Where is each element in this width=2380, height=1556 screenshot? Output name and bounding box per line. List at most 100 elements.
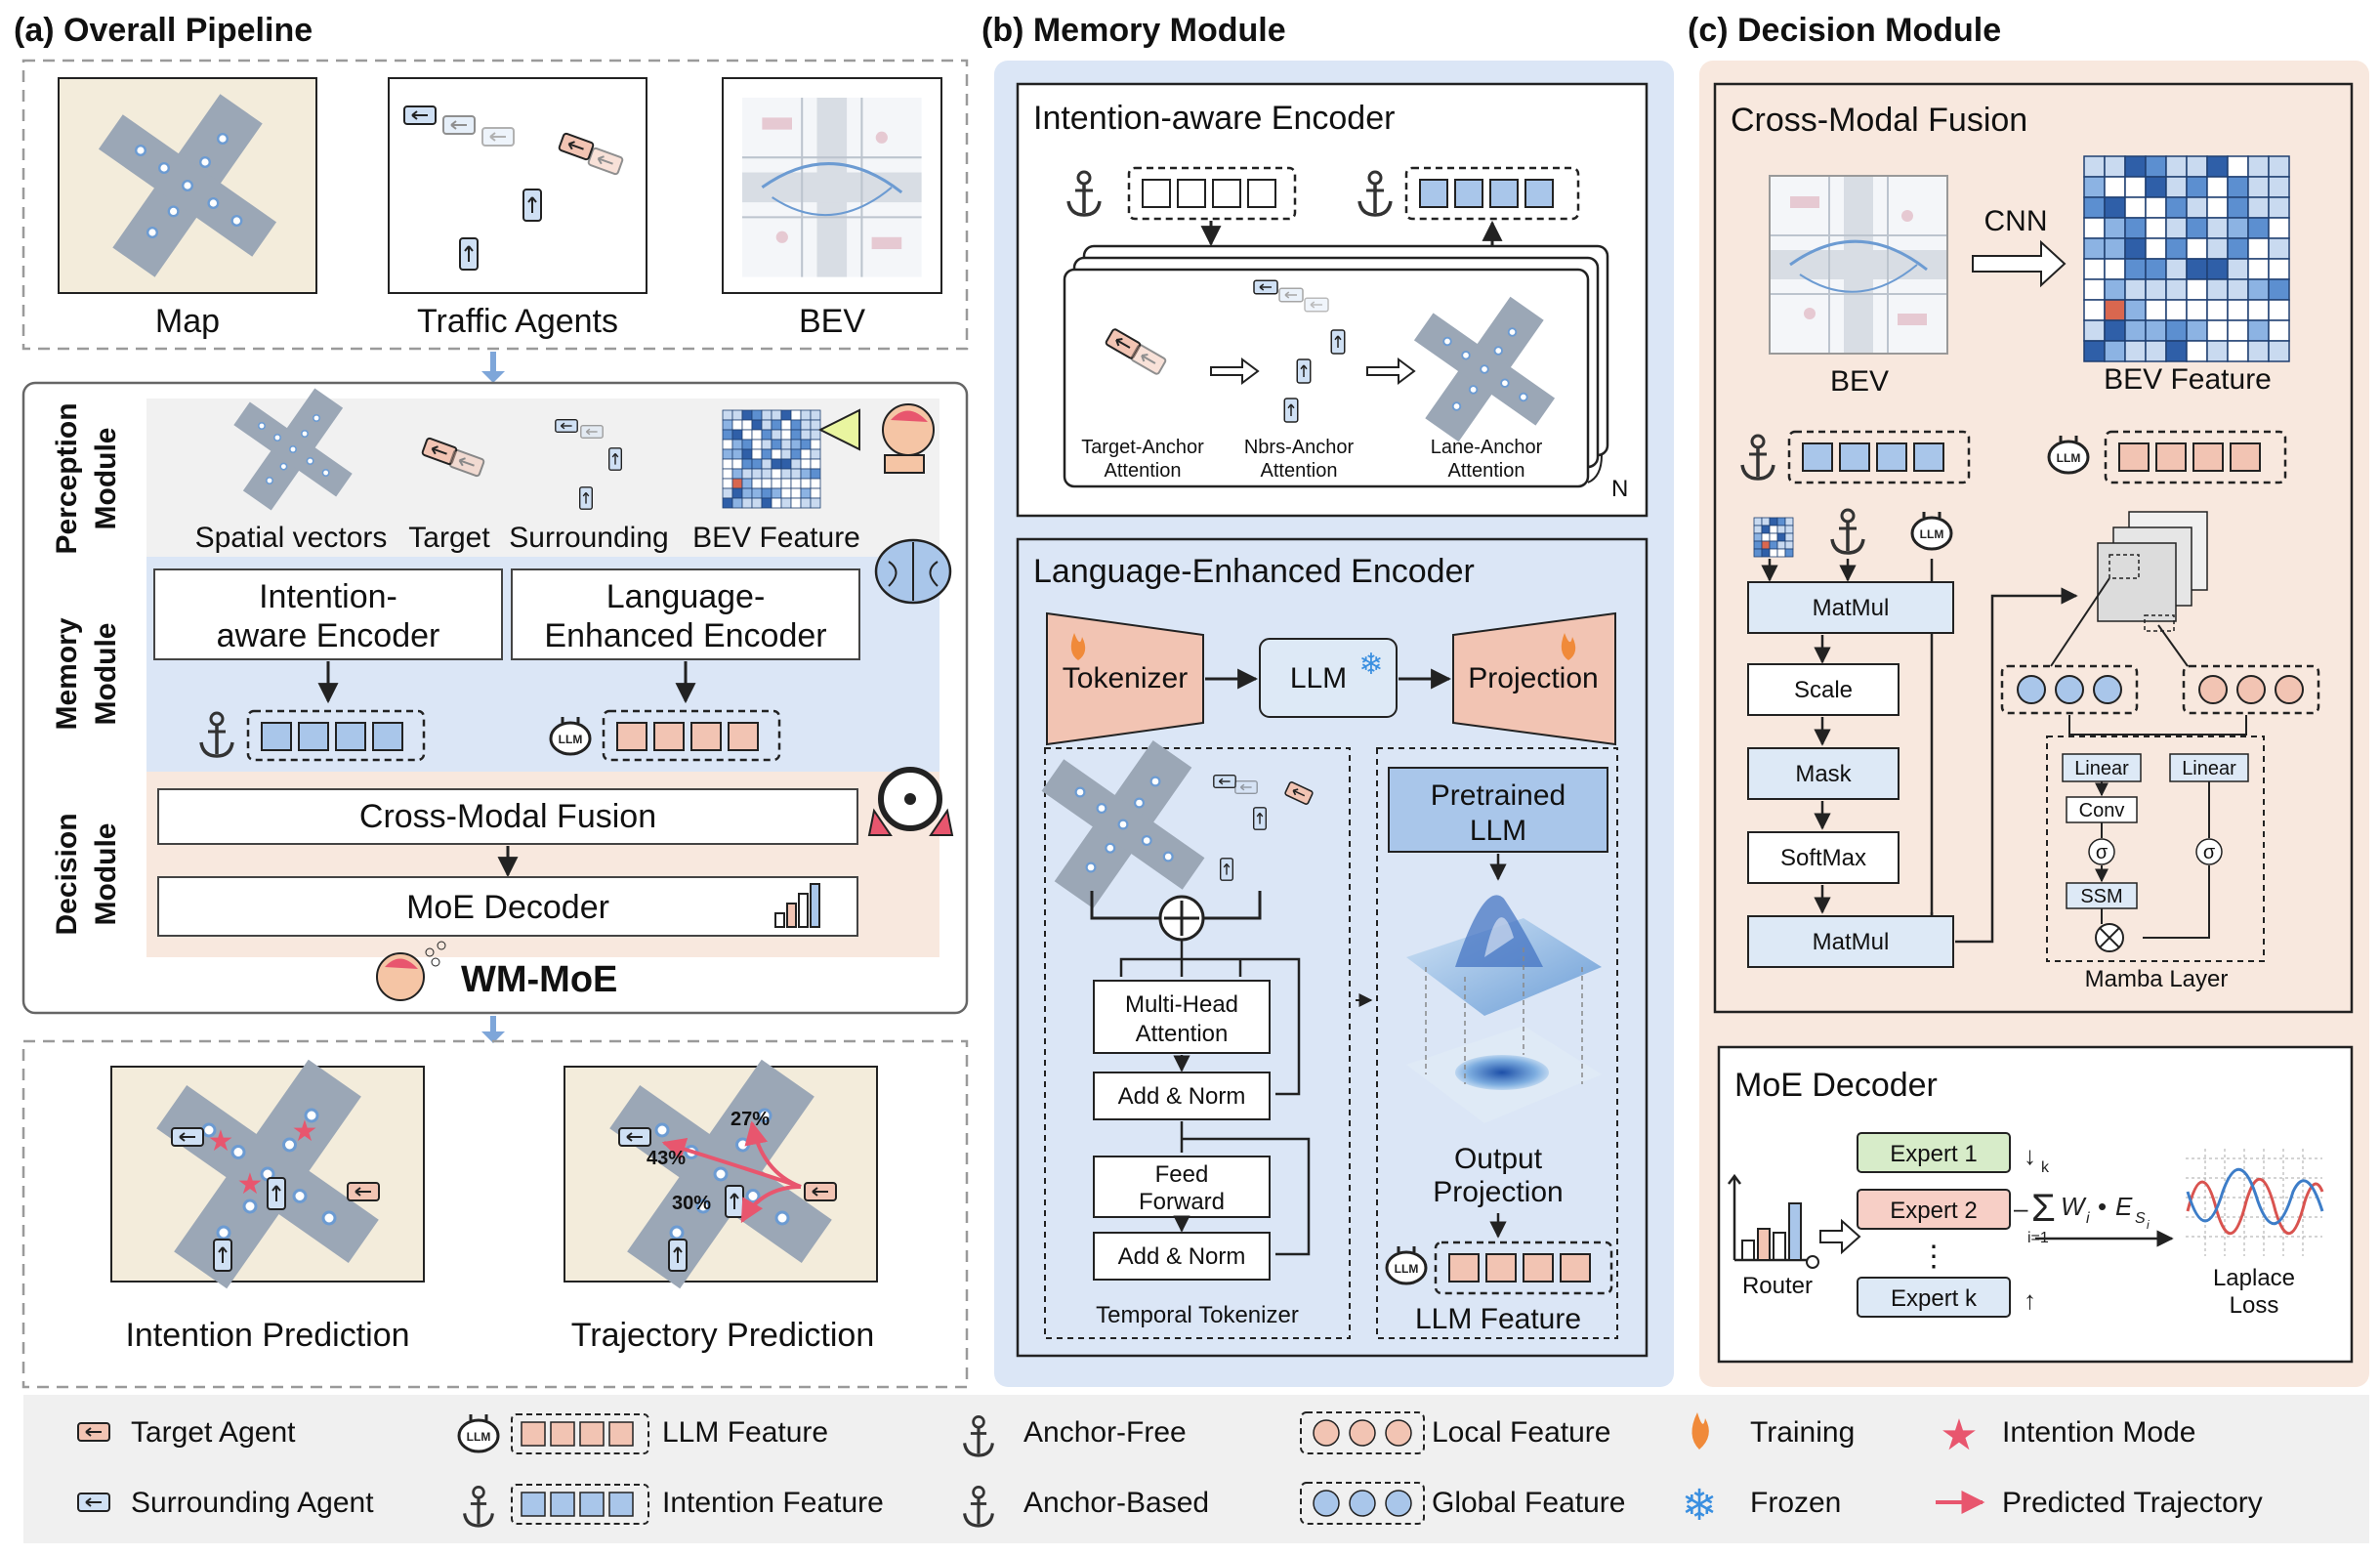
laplace-label-2: Loss <box>2230 1292 2279 1319</box>
grid-cell <box>2186 217 2208 239</box>
intention-feature-tokens <box>246 709 426 762</box>
grid-cell <box>2247 237 2270 260</box>
mamba-linear-1: Linear <box>2062 753 2142 782</box>
svg-text:Intention-: Intention- <box>259 578 397 615</box>
grid-cell <box>2268 278 2290 301</box>
llm-feature-output-tokens <box>1434 1241 1613 1295</box>
grid-cell <box>761 429 772 441</box>
grid-cell <box>751 419 763 431</box>
grid-cell <box>2165 176 2188 198</box>
grid-cell <box>2247 340 2270 362</box>
svg-text:i: i <box>2147 1218 2150 1232</box>
grid-cell <box>2247 176 2270 198</box>
grid-cell <box>800 458 812 470</box>
svg-text:★: ★ <box>292 1115 318 1148</box>
router-arrow <box>1819 1218 1861 1255</box>
grid-cell <box>2186 258 2208 280</box>
grid-cell <box>741 487 753 499</box>
tiny-grid-icon <box>1753 517 1794 558</box>
svg-text:Mask: Mask <box>1795 761 1852 787</box>
grid-cell <box>2104 278 2126 301</box>
grid-cell <box>722 468 733 480</box>
legend-target-icon <box>77 1422 110 1442</box>
fusion-box: Cross-Modal Fusion <box>157 788 858 845</box>
svg-text:W: W <box>2061 1192 2087 1221</box>
grid-cell <box>1769 540 1778 550</box>
grid-cell <box>2268 237 2290 260</box>
grid-cell <box>790 487 802 499</box>
add-circle-icon <box>1158 895 1205 942</box>
svg-text:Multi-Head: Multi-Head <box>1125 991 1238 1018</box>
bev-label: BEV <box>799 303 865 340</box>
svg-text:Module: Module <box>90 823 122 926</box>
grid-cell <box>731 439 743 450</box>
grid-cell <box>761 439 772 450</box>
grid-cell <box>2247 278 2270 301</box>
legend-surrounding-label: Surrounding Agent <box>131 1487 374 1519</box>
grid-cell <box>780 429 792 441</box>
svg-text:Pretrained: Pretrained <box>1431 779 1566 812</box>
svg-text:LLM: LLM <box>1290 662 1347 694</box>
grid-cell <box>1776 540 1786 550</box>
grid-cell <box>2165 217 2188 239</box>
brand-head-icon <box>376 941 446 1001</box>
grid-cell <box>771 487 782 499</box>
svg-text:Scale: Scale <box>1794 677 1853 703</box>
grid-cell <box>2083 196 2106 219</box>
grid-cell <box>1769 532 1778 542</box>
grid-cell <box>2227 155 2249 178</box>
add-norm-box-1: Add & Norm <box>1093 1072 1271 1120</box>
grid-cell <box>771 468 782 480</box>
llm-branch-box <box>1376 747 1618 1339</box>
grid-cell <box>2268 258 2290 280</box>
grid-cell <box>780 468 792 480</box>
grid-cell <box>741 429 753 441</box>
legend-local-tokens <box>1300 1411 1425 1454</box>
grid-cell <box>722 478 733 489</box>
bev-feature-grid-icon <box>722 409 821 509</box>
output-surface-plot <box>1406 895 1602 1123</box>
expert-2-box: Expert 2 <box>1857 1189 2011 1230</box>
grid-cell <box>2268 319 2290 342</box>
grid-cell <box>780 419 792 431</box>
grid-cell <box>2268 340 2290 362</box>
map-label: Map <box>155 303 220 340</box>
brain-icon <box>874 538 952 605</box>
grid-cell <box>2206 319 2229 342</box>
intention-tokens-c <box>1787 430 1971 484</box>
intention-output-tokens <box>1404 166 1580 221</box>
grid-cell <box>2145 217 2167 239</box>
grid-cell <box>790 468 802 480</box>
grid-cell <box>2124 258 2147 280</box>
map-thumbnail <box>58 77 317 294</box>
grid-cell <box>800 478 812 489</box>
grid-cell <box>810 468 821 480</box>
mamba-sigma-2 <box>2195 838 2223 865</box>
grid-cell <box>2145 299 2167 321</box>
svg-text:Lane-Anchor: Lane-Anchor <box>1431 437 1543 458</box>
grid-cell <box>741 468 753 480</box>
pretrained-llm-box: Pretrained LLM <box>1388 767 1608 853</box>
svg-text:E: E <box>2115 1192 2133 1221</box>
brand-title: WM-MoE <box>461 959 617 1000</box>
moe-formula: – k Σ i=1 W i • E S i <box>2014 1159 2150 1246</box>
grid-cell <box>790 419 802 431</box>
llm-feature-label: LLM Feature <box>1415 1303 1581 1335</box>
grid-cell <box>771 419 782 431</box>
grid-cell <box>780 478 792 489</box>
matmul-box-2: MatMul <box>1747 915 1954 968</box>
grid-cell <box>2083 217 2106 239</box>
grid-cell <box>2206 176 2229 198</box>
grid-cell <box>2206 237 2229 260</box>
language-encoder-title: Language-Enhanced Encoder <box>1033 553 1475 590</box>
svg-text:★: ★ <box>237 1168 264 1200</box>
svg-text:★: ★ <box>208 1125 234 1157</box>
svg-text:Expert 2: Expert 2 <box>1890 1198 1977 1224</box>
grid-cell <box>780 497 792 509</box>
intention-encoder-title: Intention-aware Encoder <box>1033 100 1395 137</box>
grid-cell <box>1776 532 1786 542</box>
grid-cell <box>1761 548 1771 558</box>
grid-cell <box>2247 217 2270 239</box>
router-label: Router <box>1742 1273 1813 1299</box>
